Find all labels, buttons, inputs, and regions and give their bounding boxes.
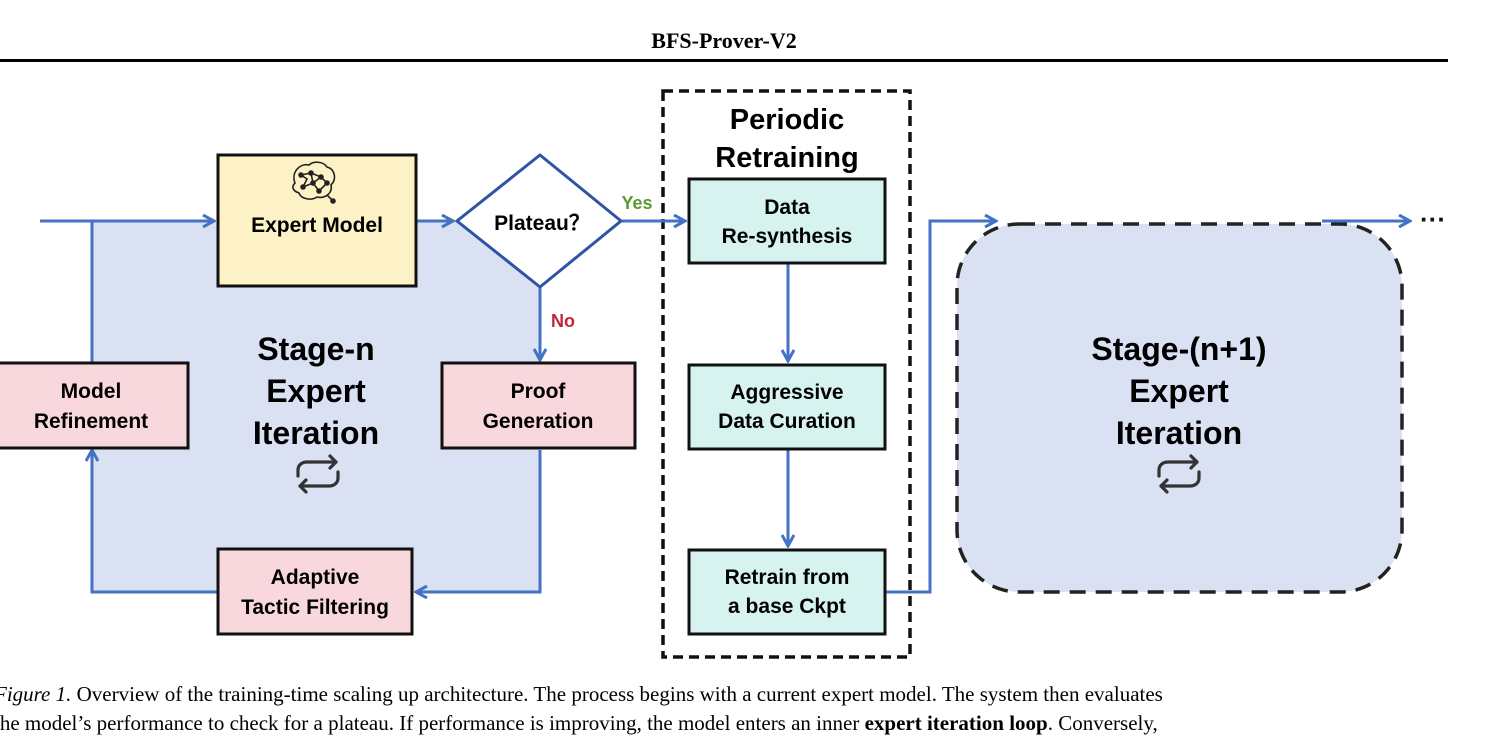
stage-n1-line-2: Expert xyxy=(1129,373,1229,409)
stage-n1-line-3: Iteration xyxy=(1116,415,1242,451)
stage-n-line-3: Iteration xyxy=(253,415,379,451)
periodic-title-line-2: Retraining xyxy=(715,142,858,174)
aggressive-curation-line-1: Aggressive xyxy=(730,381,843,404)
retrain-line-1: Retrain from xyxy=(725,566,850,589)
caption-text-2a: the model’s performance to check for a p… xyxy=(0,711,865,735)
brain-network-icon xyxy=(292,161,336,204)
page-header: BFS-Prover-V2 xyxy=(651,28,797,53)
figure-caption: Figure 1. Overview of the training-time … xyxy=(0,680,1454,738)
yes-label: Yes xyxy=(621,193,652,213)
retrain-line-2: a base Ckpt xyxy=(728,595,846,618)
stage-n-line-2: Expert xyxy=(266,373,366,409)
cycle-arrows-icon xyxy=(296,454,340,494)
adaptive-filtering-line-1: Adaptive xyxy=(271,566,360,589)
caption-text-2b: . Conversely, xyxy=(1047,711,1158,735)
aggressive-curation-line-2: Data Curation xyxy=(718,410,856,433)
retrain-to-stage-n1-arrow xyxy=(886,221,996,594)
filtering-to-refinement-arrow xyxy=(92,450,217,594)
proof-to-filtering-arrow xyxy=(416,450,542,592)
data-resynthesis-line-1: Data xyxy=(764,196,810,219)
proof-generation-line-1: Proof xyxy=(511,380,567,403)
caption-line-2: the model’s performance to check for a p… xyxy=(0,709,1454,738)
periodic-title-line-1: Periodic xyxy=(730,104,844,136)
plateau-label: Plateau？ xyxy=(494,212,590,235)
model-refinement-line-1: Model xyxy=(61,380,122,403)
header-rule xyxy=(0,59,1448,62)
proof-generation-line-2: Generation xyxy=(483,410,594,433)
caption-label: Figure 1. xyxy=(0,682,72,706)
expert-model-label: Expert Model xyxy=(251,214,383,237)
model-refinement-line-2: Refinement xyxy=(34,410,148,433)
data-resynthesis-line-2: Re-synthesis xyxy=(722,225,853,248)
retrain-box xyxy=(687,548,887,636)
no-label: No xyxy=(551,311,575,331)
cycle-arrows-icon xyxy=(1157,454,1201,494)
adaptive-filtering-box xyxy=(216,547,414,636)
caption-line-1: Figure 1. Overview of the training-time … xyxy=(0,680,1454,709)
stage-n1-region xyxy=(955,222,1404,594)
continuation-ellipsis: ··· xyxy=(1420,204,1446,234)
expert-model-box xyxy=(216,153,418,288)
proof-generation-box xyxy=(440,361,637,450)
caption-bold-term: expert iteration loop xyxy=(864,711,1048,735)
model-refinement-box xyxy=(0,361,190,450)
periodic-retraining-box xyxy=(661,89,912,659)
plateau-decision-diamond xyxy=(454,153,624,289)
training-diagram: ··· Expert Model Plateau？ Yes No Stage-n… xyxy=(0,89,1446,659)
data-resynthesis-box xyxy=(687,177,887,265)
aggressive-curation-box xyxy=(687,363,887,451)
stage-n-line-1: Stage-n xyxy=(257,331,374,367)
adaptive-filtering-line-2: Tactic Filtering xyxy=(241,596,389,619)
stage-n1-line-1: Stage-(n+1) xyxy=(1091,331,1266,367)
caption-text-1: Overview of the training-time scaling up… xyxy=(76,682,1163,706)
